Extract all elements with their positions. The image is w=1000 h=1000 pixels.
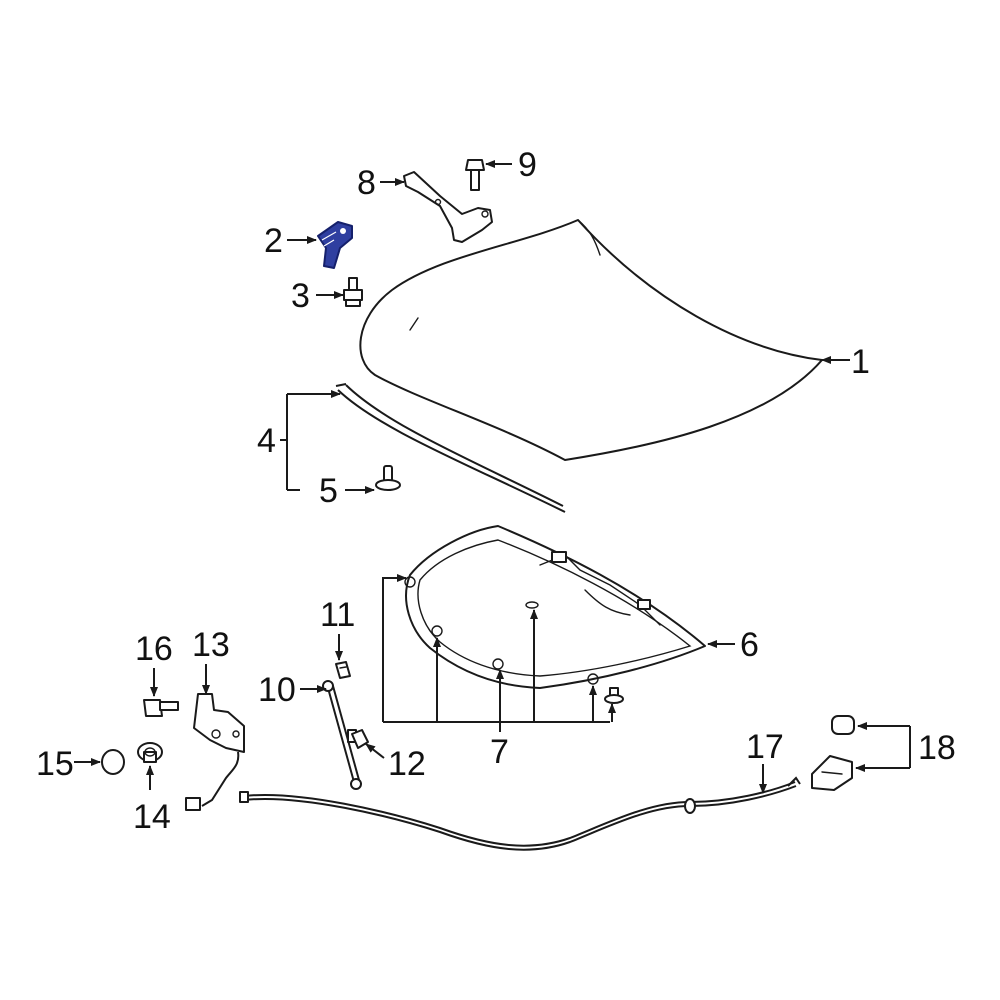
clip-part[interactable] (375, 465, 401, 491)
callout-16[interactable]: 16 (135, 630, 173, 668)
hood-part[interactable] (359, 219, 823, 461)
callout-2[interactable]: 2 (264, 222, 283, 260)
callout-10[interactable]: 10 (258, 671, 296, 709)
insulator-part[interactable] (404, 525, 706, 689)
weatherstrip-part[interactable] (335, 383, 566, 513)
release-handle-part[interactable] (811, 715, 855, 791)
bolt-part[interactable] (343, 277, 363, 307)
callout-11[interactable]: 11 (320, 596, 355, 634)
rod-clip-part[interactable] (351, 729, 369, 749)
callout-4[interactable]: 4 (257, 422, 276, 460)
callout-3[interactable]: 3 (291, 277, 310, 315)
callout-labels: 1 2 3 4 5 6 7 8 9 10 11 12 13 14 15 16 1… (36, 146, 956, 836)
plug-part[interactable] (101, 749, 125, 775)
rod-holder-part[interactable] (335, 661, 351, 679)
callout-1[interactable]: 1 (851, 343, 870, 381)
hinge-bolt-part[interactable] (465, 159, 485, 191)
hinge-part[interactable] (403, 171, 493, 243)
callout-14[interactable]: 14 (133, 798, 171, 836)
lock-bolt-part[interactable] (143, 699, 179, 717)
callout-6[interactable]: 6 (740, 626, 759, 664)
callout-17[interactable]: 17 (746, 728, 784, 766)
callout-7[interactable]: 7 (490, 733, 509, 771)
hinge-bracket-part[interactable] (317, 221, 353, 269)
callout-18[interactable]: 18 (918, 729, 956, 767)
callout-13[interactable]: 13 (192, 626, 230, 664)
callout-9[interactable]: 9 (518, 146, 537, 184)
retainer-part[interactable] (604, 687, 624, 704)
lock-nut-part[interactable] (137, 742, 163, 763)
callout-12[interactable]: 12 (388, 745, 426, 783)
hood-lock-part[interactable] (185, 693, 245, 811)
release-cable-part[interactable] (239, 776, 801, 851)
callout-5[interactable]: 5 (319, 472, 338, 510)
callout-15[interactable]: 15 (36, 745, 74, 783)
leader-lines (74, 160, 911, 794)
callout-8[interactable]: 8 (357, 164, 376, 202)
